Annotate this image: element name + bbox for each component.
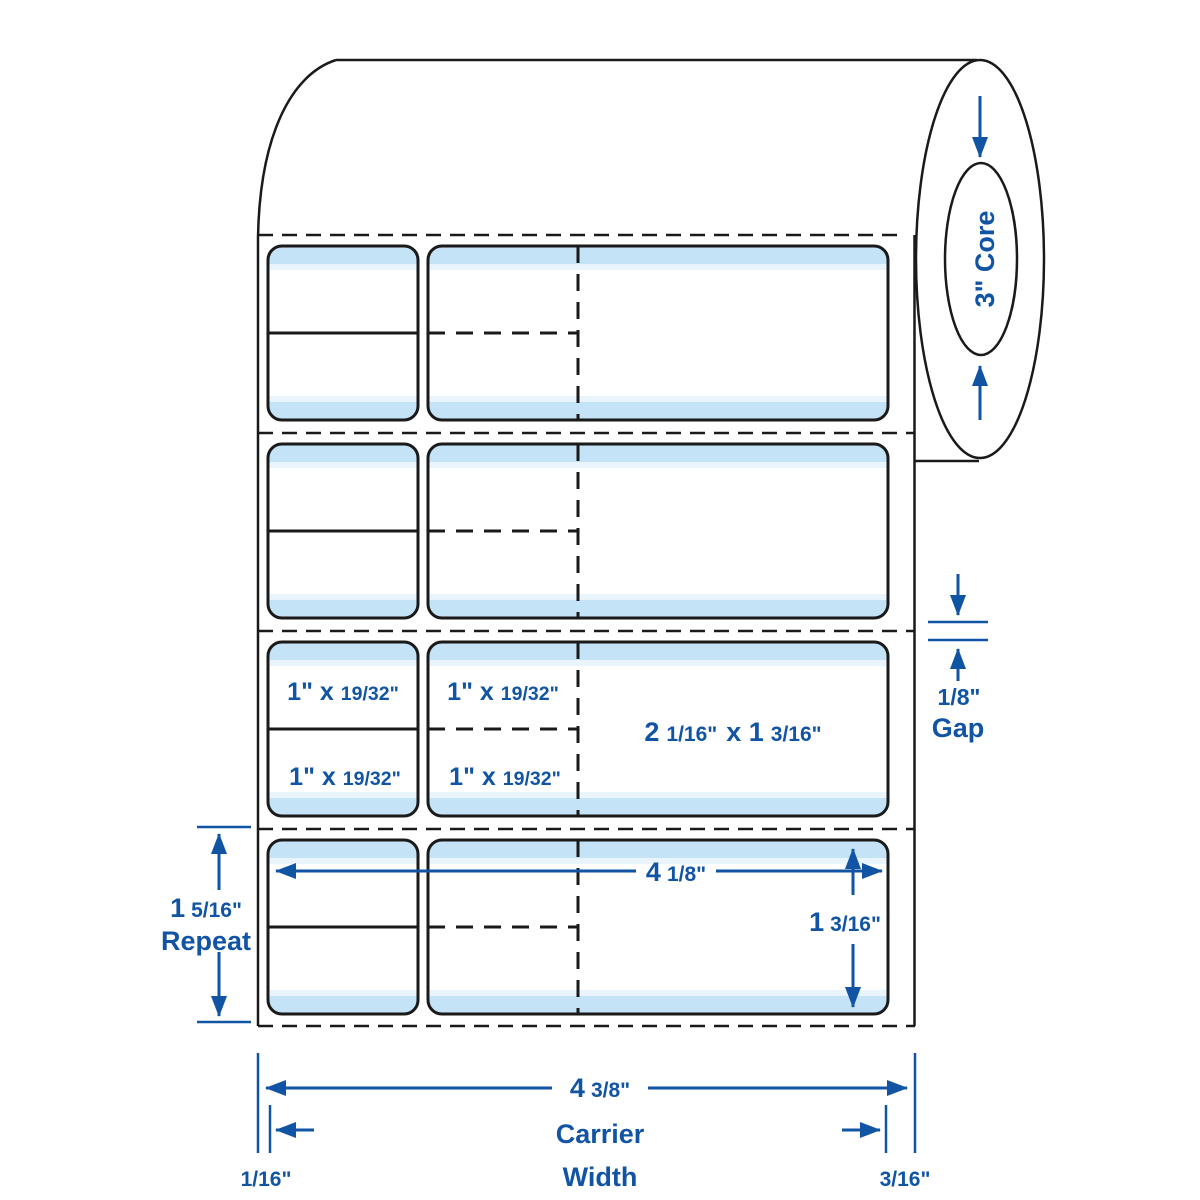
roll-end-face: [914, 58, 1046, 460]
gap-word: Gap: [932, 713, 985, 743]
row4-small-label: [268, 840, 418, 1014]
left-margin-value: 1/16": [241, 1168, 292, 1191]
dim-gap: 1/8" Gap: [928, 574, 988, 743]
repeat-word: Repeat: [161, 926, 251, 956]
label-roll: [256, 58, 1046, 463]
carrier-width-word1: Carrier: [556, 1119, 645, 1149]
roll-left-curve: [256, 58, 337, 238]
row1-small-label: [268, 246, 418, 420]
row2-combo-label: [428, 444, 888, 618]
roll-core-hole: [943, 161, 1019, 357]
right-margin-value: 3/16": [880, 1168, 931, 1191]
row1-combo-label: [428, 246, 888, 420]
dim-core: 3" Core: [970, 96, 1000, 420]
row2-small-label: [268, 444, 418, 618]
gap-value: 1/8": [938, 684, 981, 710]
core-label: 3" Core: [970, 211, 1000, 308]
carrier-width-word2: Width: [563, 1162, 638, 1192]
carrier-strip: [256, 233, 916, 1028]
